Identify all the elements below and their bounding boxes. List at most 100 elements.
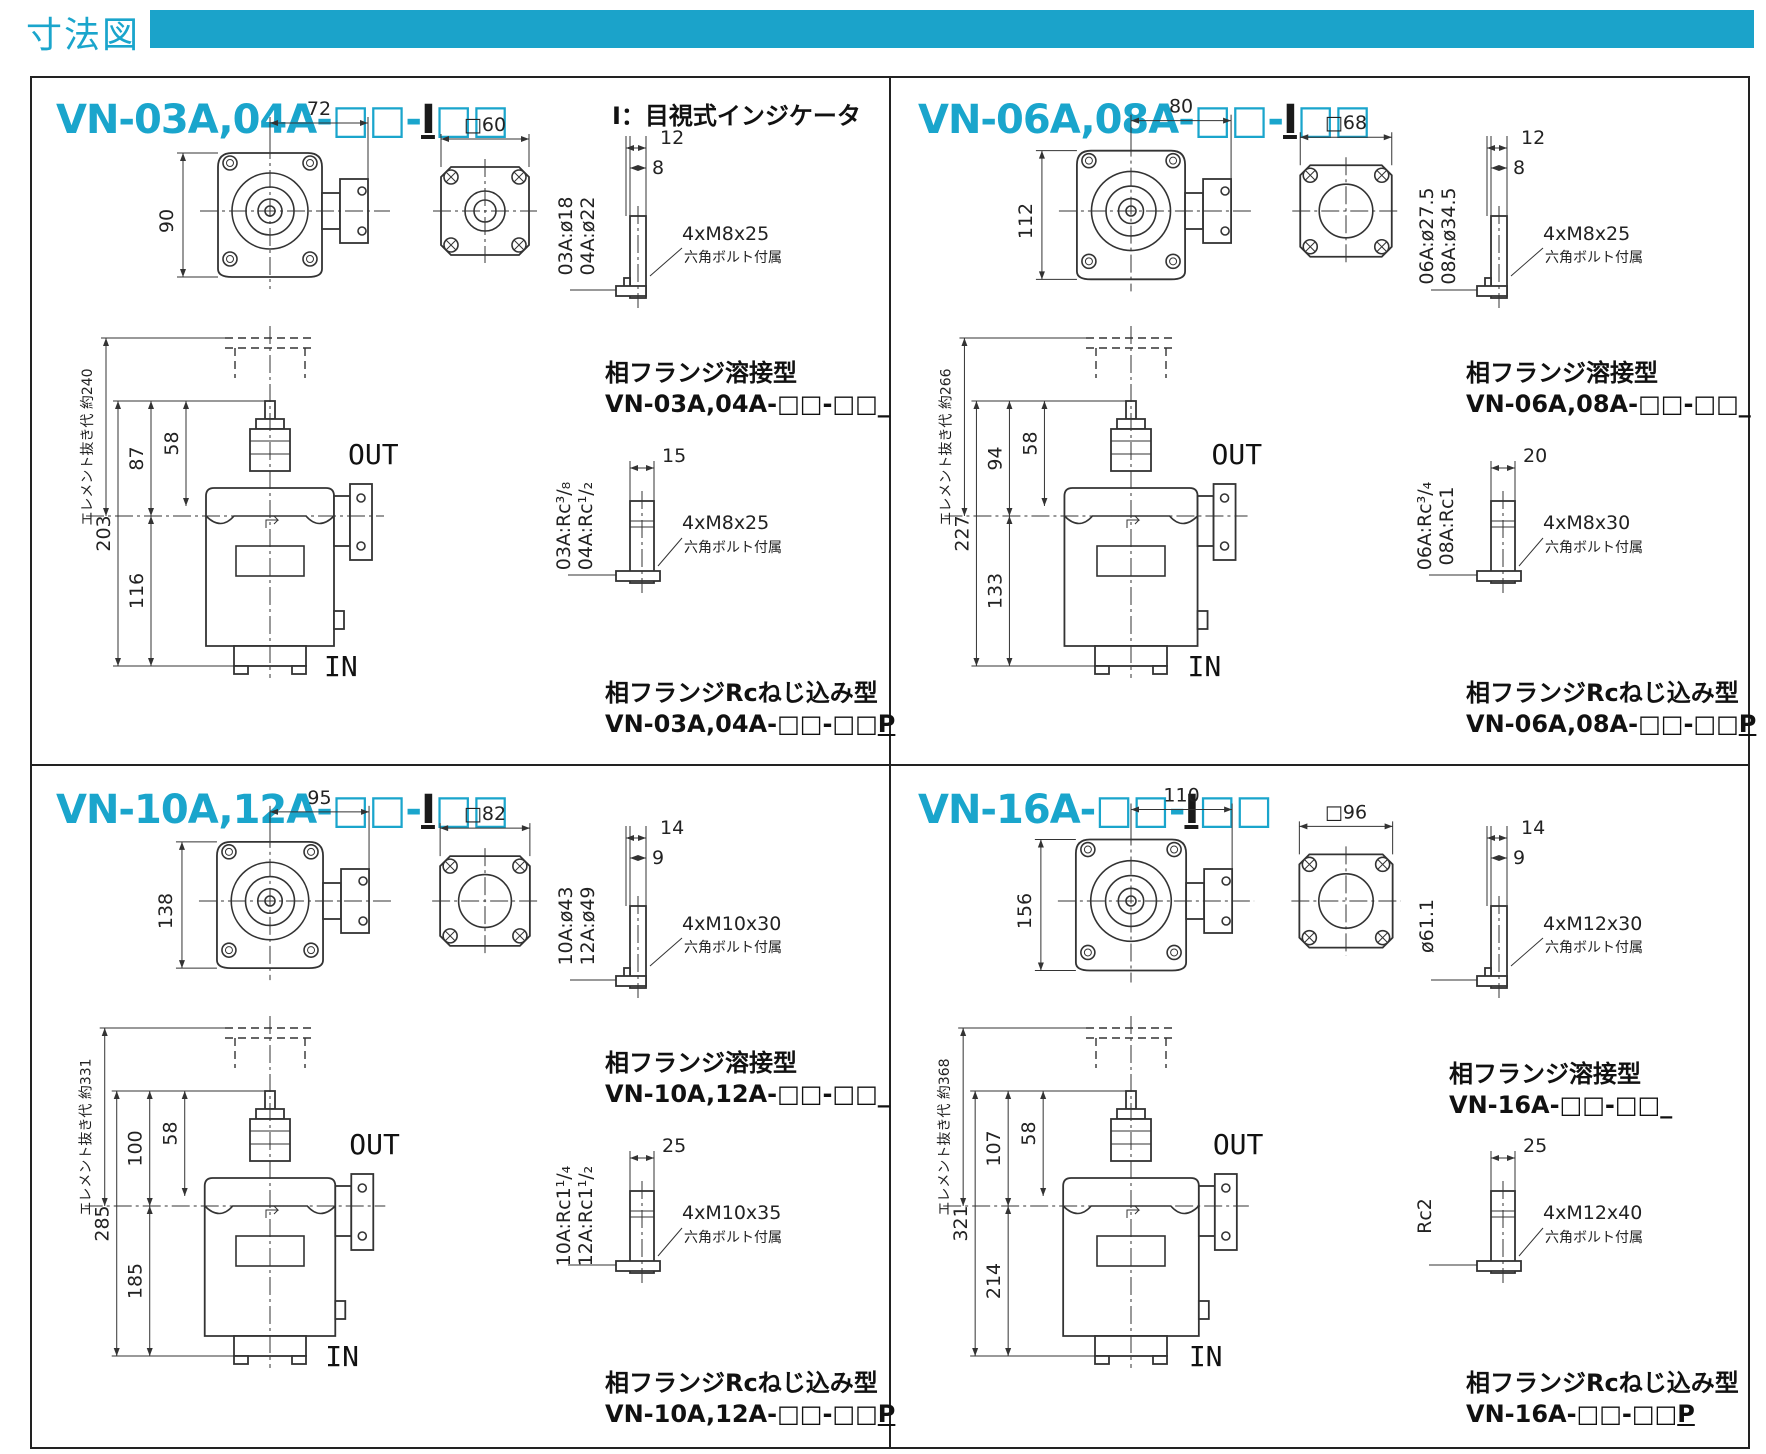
- out-port-label: OUT: [349, 1128, 400, 1161]
- weld-bolt-note: 六角ボルト付属: [684, 940, 782, 956]
- element-extraction-dimension: エレメント抜き代 約331: [79, 1058, 95, 1215]
- weld-bolt-spec: 4xM12x30: [1543, 913, 1642, 935]
- weld-thickness-dimension: 12: [1521, 127, 1545, 149]
- flange-view: □68: [1292, 112, 1400, 265]
- weld-bolt-note: 六角ボルト付属: [684, 250, 782, 266]
- weld-neck-dimension: 9: [1513, 847, 1525, 869]
- placeholder-boxes: □□-: [331, 787, 422, 833]
- weld-bore-dimension-1: 03A:ø18: [555, 196, 577, 275]
- lower-height-dimension: 185: [125, 1263, 147, 1299]
- indicator-code: I: [421, 97, 436, 143]
- weld-type-caption: 相フランジ溶接型 VN-06A,08A-□□-□□_: [1466, 358, 1751, 420]
- upper-height-dimension: 94: [984, 446, 1006, 470]
- model-title-prefix: VN-10A,12A-: [56, 787, 333, 833]
- weld-bore-dimension-2: 12A:ø49: [577, 886, 599, 965]
- thread-bolt-note: 六角ボルト付属: [1545, 1230, 1643, 1246]
- weld-bore-dimension-1: 06A:ø27.5: [1416, 187, 1438, 284]
- weld-bolt-note: 六角ボルト付属: [1545, 250, 1643, 266]
- thread-bolt-note: 六角ボルト付属: [684, 540, 782, 556]
- weld-type-name: 相フランジ溶接型: [1449, 1060, 1641, 1088]
- height-dimension: 112: [1015, 203, 1037, 239]
- out-port-label: OUT: [348, 438, 399, 471]
- weld-neck-dimension: 8: [1513, 157, 1525, 179]
- upper-height-dimension: 107: [983, 1130, 1005, 1166]
- weld-bolt-spec: 4xM10x30: [682, 913, 781, 935]
- element-extraction-dimension: エレメント抜き代 約368: [937, 1058, 953, 1215]
- thread-bolt-note: 六角ボルト付属: [684, 1230, 782, 1246]
- thread-model-main: VN-16A-□□-□□: [1466, 1400, 1678, 1428]
- out-port-label: OUT: [1213, 1128, 1264, 1161]
- thread-model-suffix: P: [877, 1400, 896, 1428]
- width-dimension: 72: [307, 98, 331, 120]
- width-dimension: 80: [1169, 96, 1193, 118]
- thread-thickness-dimension: 20: [1523, 445, 1547, 467]
- thread-type-model: VN-06A,08A-□□-□□P: [1466, 709, 1756, 740]
- flange-view: □82: [432, 803, 538, 954]
- weld-type-name: 相フランジ溶接型: [605, 1049, 797, 1077]
- thread-size-1: Rc2: [1414, 1198, 1436, 1234]
- weld-bore-dimension-2: 04A:ø22: [577, 196, 599, 275]
- flange-view: □96: [1291, 801, 1401, 956]
- placeholder-boxes: □□: [434, 787, 510, 833]
- thread-model-main: VN-03A,04A-□□-□□: [605, 710, 878, 738]
- weld-type-model: VN-16A-□□-□□_: [1449, 1091, 1673, 1119]
- thread-bolt-spec: 4xM8x30: [1543, 512, 1630, 534]
- header-accent-bar: [150, 10, 1754, 48]
- in-port-label: IN: [1189, 1340, 1223, 1373]
- weld-type-name: 相フランジ溶接型: [1466, 359, 1658, 387]
- height-dimension: 138: [155, 893, 177, 929]
- lower-height-dimension: 116: [126, 573, 148, 609]
- placeholder-boxes: □□-: [1193, 97, 1284, 143]
- thread-bolt-spec: 4xM8x25: [682, 512, 769, 534]
- weld-thickness-dimension: 14: [1521, 817, 1545, 839]
- indicator-code: I: [421, 787, 436, 833]
- vertical-divider: [889, 76, 891, 1449]
- weld-neck-dimension: 8: [652, 157, 664, 179]
- weld-bolt-spec: 4xM8x25: [682, 223, 769, 245]
- section-header: 寸法図: [0, 0, 1766, 60]
- out-port-label: OUT: [1212, 438, 1263, 471]
- thread-size-2: 04A:Rc¹/₂: [575, 482, 597, 571]
- indicator-height-dimension: 58: [161, 431, 183, 455]
- thread-type-name: 相フランジRcねじ込み型: [605, 679, 878, 707]
- model-title: VN-06A,08A-□□-I□□: [918, 97, 1371, 143]
- in-port-label: IN: [324, 650, 358, 683]
- top-view: 80 112: [1015, 96, 1254, 292]
- horizontal-divider: [30, 764, 1750, 766]
- model-title-prefix: VN-16A-: [918, 787, 1096, 833]
- thread-bolt-note: 六角ボルト付属: [1545, 540, 1643, 556]
- in-port-label: IN: [325, 1340, 359, 1373]
- indicator-legend-note: I：目視式インジケータ: [612, 102, 861, 130]
- total-height-dimension: 227: [951, 515, 973, 551]
- weld-bore-dimension-1: 10A:ø43: [555, 886, 577, 965]
- thread-model-suffix: P: [1738, 710, 1757, 738]
- thread-type-model: VN-10A,12A-□□-□□P: [605, 1399, 895, 1430]
- height-dimension: 156: [1014, 893, 1036, 929]
- placeholder-boxes: □□-: [331, 97, 422, 143]
- section-title: 寸法図: [26, 15, 141, 56]
- thread-type-name: 相フランジRcねじ込み型: [1466, 679, 1739, 707]
- element-extraction-dimension: エレメント抜き代 約240: [80, 368, 96, 525]
- thread-model-suffix: P: [1677, 1400, 1695, 1428]
- width-dimension: 95: [307, 787, 331, 809]
- model-title: VN-10A,12A-□□-I□□: [56, 787, 509, 833]
- total-height-dimension: 285: [92, 1205, 114, 1241]
- thread-model-suffix: P: [877, 710, 896, 738]
- lower-height-dimension: 214: [983, 1263, 1005, 1299]
- weld-type-model: VN-06A,08A-□□-□□_: [1466, 390, 1751, 418]
